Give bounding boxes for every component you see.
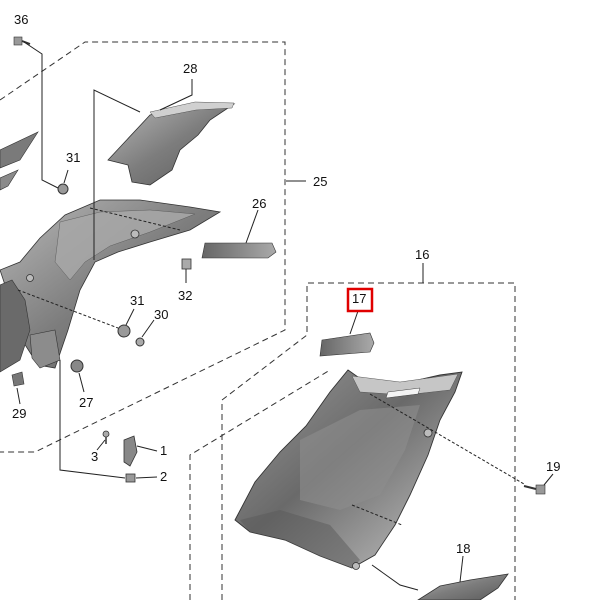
left-fairing-fragment-2 (0, 169, 19, 191)
left-fairing-fragment (0, 131, 39, 169)
grommet-31-upper-icon (57, 183, 69, 195)
callout-17-highlight-box (346, 287, 374, 313)
nut-30-icon (135, 337, 145, 347)
part-28-rim (149, 101, 235, 119)
leader-36 (23, 41, 59, 189)
callout-17[interactable]: 17 (352, 291, 366, 306)
callout-18[interactable]: 18 (456, 541, 470, 556)
cowl-fastener-icon (423, 428, 433, 438)
callout-25[interactable]: 25 (313, 174, 327, 189)
leader-group-lower (59, 360, 126, 479)
cowl-fastener-bottom-icon (352, 562, 360, 570)
fastener-on-cowl-left-icon (26, 274, 34, 282)
upper-cowl-flank (0, 279, 31, 373)
leader-18 (459, 555, 464, 583)
part-26-pad (201, 242, 277, 259)
group-16-boundary (221, 282, 516, 600)
callout-19[interactable]: 19 (546, 459, 560, 474)
dotted-axis-lower (351, 504, 403, 526)
bolt-36-icon (13, 36, 31, 46)
part-16-highlight-panel (300, 405, 420, 510)
callout-28[interactable]: 28 (183, 61, 197, 76)
upper-cowl-inner (54, 209, 196, 281)
group-16-inner-boundary (189, 369, 331, 600)
leader-lower-bracket (371, 564, 419, 591)
bolt-19-icon (523, 484, 546, 495)
leader-29 (16, 387, 21, 405)
dotted-axis-cowl (17, 289, 119, 329)
group-25-boundary (0, 41, 286, 453)
leader-1 (136, 445, 158, 452)
collar-2-icon (125, 473, 136, 483)
callout-27[interactable]: 27 (79, 395, 93, 410)
part-29-clip (11, 371, 25, 387)
callout-31-lower[interactable]: 31 (130, 293, 144, 308)
callout-29[interactable]: 29 (12, 406, 26, 421)
bracket-1-icon (123, 435, 138, 467)
leader-2 (135, 476, 158, 479)
grommet-31-lower-icon (117, 324, 131, 338)
leader-26 (245, 209, 259, 244)
leader-28-box (93, 89, 141, 260)
leader-28 (159, 79, 193, 111)
part-17-pad (319, 332, 375, 357)
leader-19 (543, 473, 554, 486)
leader-30 (141, 319, 155, 338)
callout-1[interactable]: 1 (160, 443, 167, 458)
fastener-on-cowl-icon (130, 229, 140, 239)
leader-3 (96, 439, 106, 451)
grommet-27-icon (70, 359, 84, 373)
mounting-bracket (29, 329, 61, 369)
part-16-slot (385, 387, 421, 399)
leader-31-lower (125, 308, 135, 326)
callout-16[interactable]: 16 (415, 247, 429, 262)
leader-17 (349, 310, 359, 335)
part-16-lower-shadow (240, 510, 360, 568)
callout-30[interactable]: 30 (154, 307, 168, 322)
leader-31-upper (63, 169, 69, 184)
callout-26[interactable]: 26 (252, 196, 266, 211)
callout-32[interactable]: 32 (178, 288, 192, 303)
part-28-panel (107, 103, 236, 186)
callout-3[interactable]: 3 (91, 449, 98, 464)
part-16-upper-edge (351, 373, 459, 396)
screw-3-icon (102, 430, 110, 444)
leader-27 (78, 372, 85, 393)
callout-2[interactable]: 2 (160, 469, 167, 484)
callout-31-upper[interactable]: 31 (66, 150, 80, 165)
callout-36[interactable]: 36 (14, 12, 28, 27)
part-18-panel (417, 573, 509, 600)
dotted-axis-upper (89, 207, 181, 231)
clip-32-icon (181, 258, 192, 270)
